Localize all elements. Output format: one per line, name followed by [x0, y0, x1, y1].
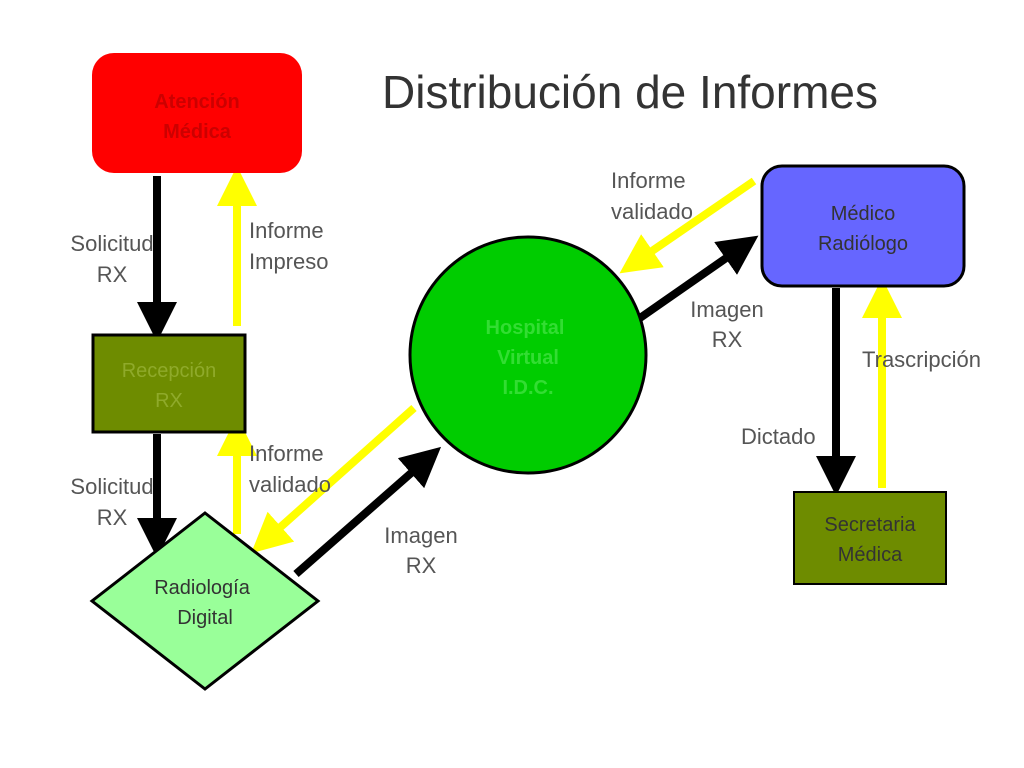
informe-impreso-line1: Informe: [249, 218, 324, 243]
node-radiologia-digital: Radiología Digital: [89, 511, 321, 691]
arrow-imagen-to-medico: [637, 235, 759, 322]
label-solicitud-rx-top: Solicitud RX: [70, 231, 153, 287]
label-informe-validado-top: Informe validado: [611, 168, 693, 224]
hospital-line3: I.D.C.: [502, 377, 553, 399]
informe-validado-left-line2: validado: [249, 472, 331, 497]
page-title: Distribución de Informes: [382, 66, 878, 118]
label-informe-validado-left: Informe validado: [249, 441, 331, 497]
arrow-validado-to-radiologia: [251, 405, 417, 554]
solicitud1-line1: Solicitud: [70, 231, 153, 256]
hospital-line1: Hospital: [486, 317, 565, 339]
label-informe-impreso: Informe Impreso: [249, 218, 328, 274]
imagen-right-line1: Imagen: [690, 297, 763, 322]
radiologia-line2: Digital: [177, 607, 233, 629]
solicitud2-line1: Solicitud: [70, 474, 153, 499]
hospital-line2: Virtual: [497, 347, 559, 369]
imagen-right-line2: RX: [712, 327, 743, 352]
label-imagen-rx-right: Imagen RX: [690, 297, 763, 352]
node-medico-radiologo: Médico Radiólogo: [760, 164, 966, 288]
informe-validado-top-line1: Informe: [611, 168, 686, 193]
atencion-line1: Atención: [154, 91, 240, 113]
medico-line1: Médico: [831, 203, 895, 225]
label-dictado: Dictado: [741, 424, 816, 449]
informe-validado-top-line2: validado: [611, 199, 693, 224]
node-hospital-virtual: Hospital Virtual I.D.C.: [408, 235, 648, 475]
label-trascripcion: Trascripción: [862, 347, 981, 372]
atencion-line2: Médica: [163, 121, 232, 143]
arrow-imagen-to-hospital: [293, 446, 442, 578]
node-atencion-medica: Atención Médica: [92, 53, 302, 173]
node-secretaria-medica: Secretaria Médica: [793, 491, 947, 585]
medico-line2: Radiólogo: [818, 233, 908, 255]
label-imagen-rx-left: Imagen RX: [384, 523, 457, 578]
secretaria-line2: Médica: [838, 544, 903, 566]
arrow-validado-to-hospital: [619, 177, 757, 274]
label-solicitud-rx-bottom: Solicitud RX: [70, 474, 153, 530]
informe-impreso-line2: Impreso: [249, 249, 328, 274]
recepcion-line2: RX: [155, 390, 183, 412]
imagen-left-line2: RX: [406, 553, 437, 578]
secretaria-line1: Secretaria: [824, 514, 916, 536]
node-recepcion-rx: Recepción RX: [91, 333, 247, 434]
radiologia-line1: Radiología: [154, 577, 251, 599]
solicitud1-line2: RX: [97, 262, 128, 287]
solicitud2-line2: RX: [97, 505, 128, 530]
recepcion-line1: Recepción: [122, 360, 217, 382]
imagen-left-line1: Imagen: [384, 523, 457, 548]
informe-validado-left-line1: Informe: [249, 441, 324, 466]
